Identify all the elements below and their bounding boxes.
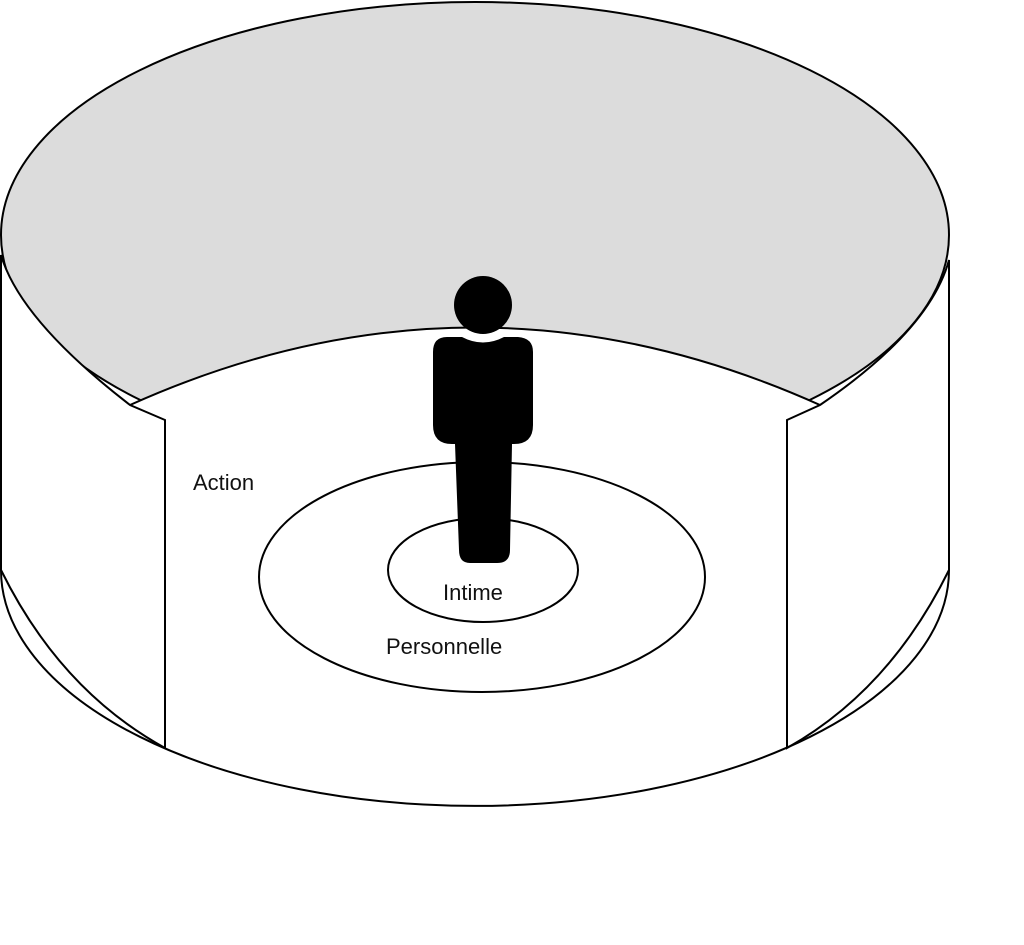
intimate-zone-label: Intime [443,580,503,605]
person-icon [433,276,533,563]
cylinder-bottom [0,569,950,807]
action-zone-label: Action [193,470,254,495]
personal-zone-label: Personnelle [386,634,502,659]
